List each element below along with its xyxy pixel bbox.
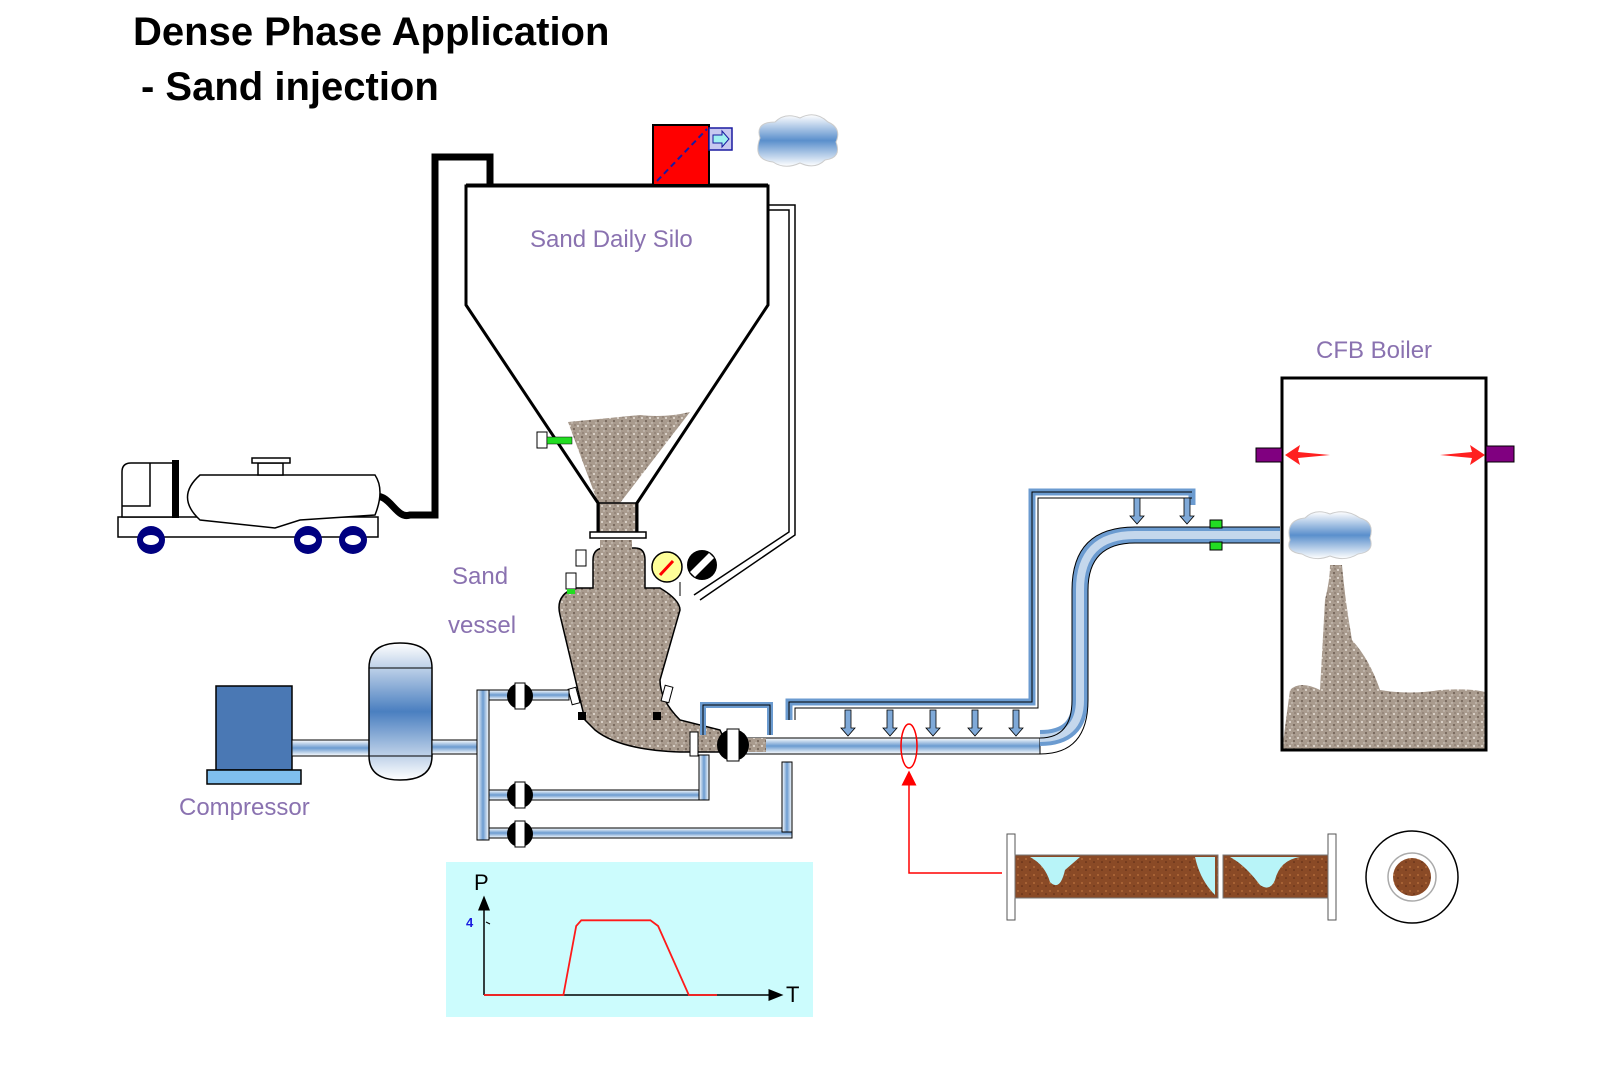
tanker-truck	[117, 457, 381, 554]
wheel-icon	[137, 526, 165, 554]
sand-daily-silo	[464, 183, 770, 539]
air-distribution-pipes	[431, 488, 1196, 841]
pipe-cross-section	[1365, 830, 1459, 924]
boost-arrow-icon	[967, 709, 983, 737]
dust-filter	[652, 124, 733, 186]
outlet-valve-icon	[717, 728, 749, 762]
y-axis-label: P	[474, 870, 489, 895]
silo-label: Sand Daily Silo	[530, 226, 693, 253]
vent-valve-icon	[687, 550, 717, 580]
pipe-section-detail	[1006, 833, 1337, 921]
pressure-series-line	[484, 919, 717, 996]
y-tick-label: 4	[466, 915, 474, 930]
feed-pipe	[368, 153, 494, 519]
inlet-valve-mid-icon	[507, 781, 533, 809]
boost-air-arrows	[840, 497, 1195, 737]
boost-arrow-icon	[882, 709, 898, 737]
air-receiver	[368, 642, 433, 781]
vessel-label-line-1: Sand	[452, 563, 509, 590]
conveying-pipe	[689, 519, 1280, 757]
x-axis-label: T	[786, 982, 799, 1007]
left-air-arrow-icon	[1285, 445, 1330, 465]
compressor-label: Compressor	[179, 794, 310, 821]
boost-arrow-icon	[1008, 709, 1024, 737]
section-highlight	[900, 723, 1002, 874]
compressor	[206, 685, 302, 785]
injection-cloud-icon	[1288, 511, 1372, 560]
right-air-arrow-icon	[1440, 445, 1485, 465]
pressure-gauge-icon	[651, 551, 683, 596]
vessel-label-line-2: vessel	[448, 612, 517, 639]
y-tick	[485, 921, 491, 925]
boiler-label: CFB Boiler	[1316, 337, 1433, 364]
level-sensor-icon	[536, 431, 573, 449]
title-line-1: Dense Phase Application	[133, 10, 610, 54]
sand-vessel	[558, 540, 732, 753]
vent-cloud-icon	[757, 114, 839, 167]
boost-arrow-icon	[840, 709, 856, 737]
inlet-valve-top-icon	[507, 682, 533, 710]
inlet-valve-bottom-icon	[507, 820, 533, 848]
cfb-boiler	[1255, 376, 1515, 752]
boost-arrow-icon	[925, 709, 941, 737]
wheel-icon	[294, 526, 322, 554]
boost-arrow-icon	[1179, 497, 1195, 525]
pressure-chart: P T 4	[446, 862, 813, 1017]
vent-line	[693, 204, 796, 601]
title-line-2: - Sand injection	[141, 65, 439, 109]
wheel-icon	[339, 526, 367, 554]
boost-arrow-icon	[1129, 497, 1145, 525]
